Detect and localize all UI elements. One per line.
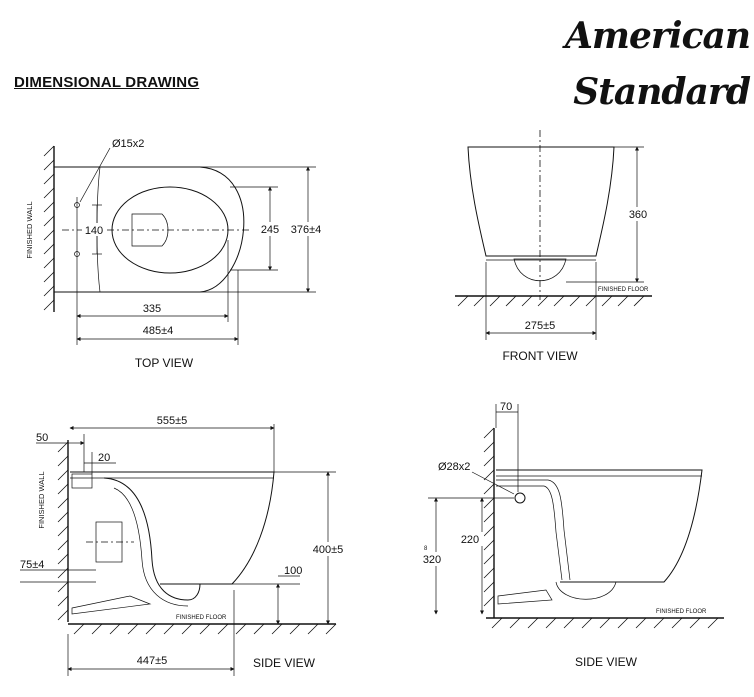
top-wall-label: FINISHED WALL: [25, 201, 34, 258]
side2-dim-70: 70: [500, 401, 512, 413]
side1-wall-hatch: [57, 441, 69, 621]
front-floor-label: FINISHED FLOOR: [598, 287, 649, 293]
side1-trapway: [103, 477, 201, 601]
side2-outlet: [555, 581, 617, 600]
front-bowl-outline: [467, 146, 615, 257]
top-dim-140: 140: [85, 225, 103, 237]
front-dim-275: 275±5: [525, 320, 556, 332]
side2-floor-hatch: [491, 617, 719, 629]
side2-channel-inner: [496, 485, 563, 581]
top-hole-leader: [79, 147, 111, 203]
top-view-title: TOP VIEW: [135, 356, 194, 370]
front-dim-360: 360: [629, 209, 647, 221]
side2-hole-label: Ø28x2: [438, 461, 470, 473]
side1-floor-label: FINISHED FLOOR: [176, 615, 227, 621]
side2-bowl-outline: [496, 469, 703, 583]
front-outlet: [513, 258, 567, 282]
side2-dim-220: 220: [461, 534, 479, 546]
side-view-left: FINISHED WALL 555±5 50 20 75±4 400±5 100: [20, 415, 348, 676]
front-view-title: FRONT VIEW: [502, 349, 578, 363]
side-view-right: 70 Ø28x2 220 320 8 FINISHED FLOOR SIDE V…: [420, 401, 724, 669]
side1-dim-20: 20: [98, 452, 110, 464]
brand-logo: American Standard: [565, 15, 751, 113]
top-view: FINISHED WALL Ø15x2 140 245 376±4 335: [25, 138, 326, 370]
side1-dim-447: 447±5: [137, 655, 168, 667]
top-hole-label: Ø15x2: [112, 138, 144, 150]
side2-floor-label: FINISHED FLOOR: [656, 609, 707, 615]
side2-hole-leader: [471, 471, 515, 495]
side2-channel-outer: [496, 479, 571, 581]
top-wall-hatch: [43, 145, 55, 311]
top-outlet: [131, 213, 169, 247]
side1-dim-400: 400±5: [313, 544, 344, 556]
top-dim-245: 245: [261, 224, 279, 236]
side1-floor-hatch: [73, 623, 337, 635]
front-floor-hatch: [457, 295, 645, 307]
side2-dim-320: 320: [423, 554, 441, 566]
side1-wall-label: FINISHED WALL: [37, 471, 46, 528]
top-dim-485: 485±4: [143, 325, 174, 337]
side1-bowl-outline: [70, 471, 275, 585]
front-view: 360 FINISHED FLOOR 275±5 FRONT VIEW: [455, 130, 652, 363]
side2-inlet-hole: [514, 492, 526, 504]
section-title: DIMENSIONAL DRAWING: [14, 74, 200, 91]
side1-view-title: SIDE VIEW: [253, 656, 316, 670]
side1-dim-100: 100: [284, 565, 302, 577]
side2-mark: 8: [424, 546, 428, 552]
side1-dim-555: 555±5: [157, 415, 188, 427]
side1-support: [71, 595, 152, 615]
side1-dim-75: 75±4: [20, 559, 44, 571]
side2-wall-hatch: [483, 427, 495, 607]
side1-dim-50: 50: [36, 432, 48, 444]
side2-support: [497, 589, 553, 605]
side1-inlet-fitting: [71, 473, 93, 489]
top-dim-376: 376±4: [291, 224, 322, 236]
side2-view-title: SIDE VIEW: [575, 655, 638, 669]
side1-trapway-inner: [113, 487, 189, 607]
top-dim-335: 335: [143, 303, 161, 315]
